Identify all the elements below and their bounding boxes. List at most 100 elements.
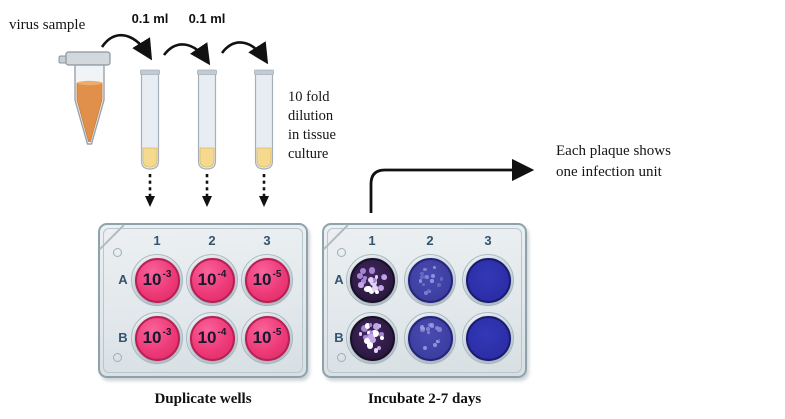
plaque-dot [367, 276, 375, 284]
well-ring-right-B2 [404, 312, 456, 364]
plaque-dot [380, 335, 385, 340]
plate-alignment-hole-bottom [113, 353, 122, 362]
dilution-tube-1 [140, 69, 160, 170]
plaque-dot [378, 285, 385, 292]
plaque-dot [437, 339, 441, 342]
plaque-dot [369, 336, 377, 343]
well-dilution-exponent: -4 [217, 326, 227, 338]
plaque-dot [363, 338, 370, 345]
plate-inner-outline [103, 228, 303, 373]
dilution-tube-2 [197, 69, 217, 170]
well-dilution-exponent: -4 [217, 268, 227, 280]
virus-sample-label: virus sample [9, 17, 86, 33]
plaque-pointer-arrow [369, 158, 535, 213]
column-header-3: 3 [484, 233, 492, 248]
plaque-dot [433, 343, 437, 347]
plate-alignment-hole-top [337, 248, 346, 257]
column-header-1: 1 [153, 233, 161, 248]
tube-rim [197, 69, 217, 75]
eppendorf-body [74, 64, 105, 145]
tube-liquid [199, 147, 215, 168]
well-right-A3 [465, 257, 511, 303]
plaque-dot [378, 332, 384, 338]
well-dilution-base: 10 [197, 270, 217, 289]
eppendorf-cap [65, 51, 111, 66]
well-right-A1 [349, 257, 395, 303]
plaque-dot [369, 267, 376, 274]
plaque-dot [374, 275, 379, 280]
plaque-dot [430, 273, 436, 278]
plaque-dot [429, 323, 434, 328]
well-right-B1 [349, 315, 395, 361]
well-left-A3: 10-5 [244, 257, 290, 303]
well-right-B2 [407, 315, 453, 361]
plate-alignment-hole-bottom [337, 353, 346, 362]
column-header-2: 2 [208, 233, 216, 248]
plaque-dot [423, 267, 427, 271]
well-ring-right-B1 [346, 312, 398, 364]
column-header-1: 1 [368, 233, 376, 248]
row-label-B: B [118, 330, 128, 345]
plaque-dot [430, 279, 434, 283]
plaque-dot [423, 291, 428, 296]
plaque-dot [434, 325, 439, 330]
well-ring-left-B1: 10-3 [131, 312, 183, 364]
well-left-B1: 10-3 [134, 315, 180, 361]
plaque-dot [371, 285, 379, 292]
plaque-dot [426, 330, 430, 334]
well-right-B3 [465, 315, 511, 361]
plaque-dot [364, 323, 371, 329]
tube-liquid [142, 147, 158, 168]
tube-liquid [256, 147, 272, 168]
plaque-dot [359, 267, 366, 275]
dispense-arrow-3 [259, 174, 269, 207]
plaque-dot [357, 273, 364, 280]
dilution-tube-3 [254, 69, 274, 170]
well-ring-left-A3: 10-5 [241, 254, 293, 306]
tube-glass [140, 71, 160, 170]
plaque-dot [372, 277, 376, 281]
dilution-note: 10 fold dilution in tissue culture [288, 88, 336, 164]
well-right-A2 [407, 257, 453, 303]
tube-glass [197, 71, 217, 170]
plaque-dot [381, 274, 388, 281]
plaque-dot [365, 285, 372, 292]
plaque-dot [422, 283, 426, 287]
tube-rim [254, 69, 274, 75]
dispense-arrow-2 [202, 174, 212, 207]
plaque-dot [420, 275, 425, 280]
volume-label-1: 0.1 ml [131, 11, 169, 26]
well-ring-left-A1: 10-3 [131, 254, 183, 306]
plaque-dot [373, 348, 378, 353]
column-header-2: 2 [426, 233, 434, 248]
row-label-A: A [334, 272, 344, 287]
left-plate-caption: Duplicate wells [154, 391, 252, 407]
plaque-dot [376, 346, 381, 351]
well-dilution-base: 10 [142, 328, 162, 347]
plaque-dot [418, 279, 423, 284]
plaque-dot [372, 323, 380, 331]
plaque-note-line-1: Each plaque shows [556, 143, 671, 159]
plate-alignment-hole-top [113, 248, 122, 257]
transfer-arrow-3 [220, 41, 269, 65]
eppendorf-cap-hinge [58, 55, 69, 64]
plaque-note: Each plaque shows one infection unit [556, 141, 671, 183]
right-plate-caption: Incubate 2-7 days [367, 391, 482, 407]
plaque-dot [358, 332, 363, 337]
well-ring-right-A2 [404, 254, 456, 306]
well-ring-right-B3 [462, 312, 514, 364]
tube-glass [254, 71, 274, 170]
well-left-A1: 10-3 [134, 257, 180, 303]
plaque-note-line-2: one infection unit [556, 164, 662, 180]
dilution-note-line-4: culture [288, 146, 329, 162]
well-left-A2: 10-4 [189, 257, 235, 303]
plaque-dot [425, 274, 430, 279]
row-label-B: B [334, 330, 344, 345]
plaque-dot [426, 288, 431, 292]
plaque-dot [436, 282, 442, 287]
plaque-dot [432, 265, 437, 270]
well-dilution-exponent: -3 [162, 268, 172, 280]
dispense-arrow-1 [145, 174, 155, 207]
plate-inner-outline [327, 228, 522, 373]
plaque-dot [360, 279, 366, 285]
